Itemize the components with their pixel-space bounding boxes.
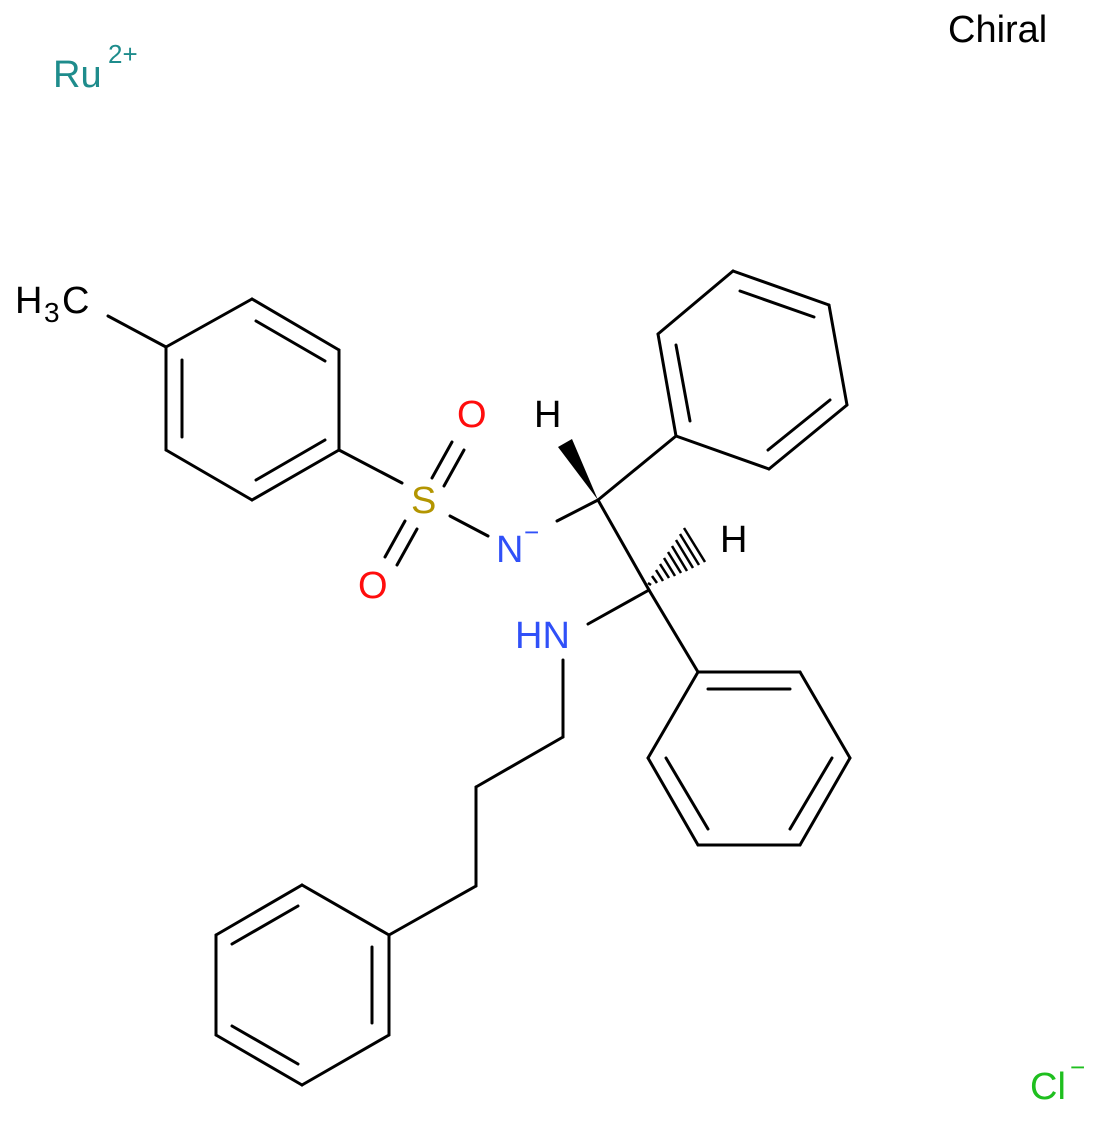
bond [442, 448, 466, 488]
oxygen-atom-top: O [457, 394, 487, 436]
bond [448, 514, 490, 538]
bond [596, 498, 651, 592]
bond [766, 398, 832, 452]
bond [106, 314, 168, 349]
hydrogen-bottom: H [720, 519, 747, 561]
bond [300, 1033, 391, 1087]
bond [656, 332, 678, 438]
bond [798, 756, 852, 847]
ruthenium-ion: Ru 2+ [53, 39, 138, 96]
bond [164, 448, 254, 502]
bond [646, 756, 700, 847]
amide-n-charge: − [524, 517, 539, 547]
bond [674, 434, 771, 471]
hashed-bond [647, 527, 707, 587]
chloride-charge: − [1070, 1052, 1085, 1082]
sulfur-atom: S [411, 480, 436, 522]
methyl-c: C [62, 280, 89, 322]
methyl-count: 3 [44, 297, 60, 328]
amide-n-symbol: N [496, 529, 523, 571]
bond [664, 756, 710, 831]
bond [656, 269, 735, 336]
bond [647, 588, 700, 674]
bond [646, 670, 700, 760]
bond [254, 438, 327, 482]
bond [555, 498, 600, 523]
wedge-bond [558, 439, 598, 500]
hydrogen-top: H [534, 394, 561, 436]
chiral-label: Chiral [948, 9, 1047, 51]
chloride-ion: Cl − [1030, 1052, 1085, 1108]
bond [250, 297, 341, 352]
amine-nh: HN [515, 615, 570, 657]
methyl-h: H [15, 280, 42, 322]
ruthenium-symbol: Ru [53, 54, 102, 96]
bond [250, 448, 341, 502]
amide-nitrogen: N − [496, 517, 539, 571]
bond [738, 289, 816, 319]
bond [788, 756, 834, 831]
bond [214, 883, 304, 937]
bond [767, 403, 849, 471]
bond [230, 904, 300, 946]
oxygen-atom-bottom: O [358, 565, 388, 607]
bond [387, 884, 478, 937]
bond [674, 343, 692, 423]
bond [395, 527, 419, 567]
ruthenium-charge: 2+ [108, 39, 138, 69]
bond [383, 519, 407, 559]
bond [254, 319, 327, 363]
bond [474, 735, 565, 789]
bond [731, 269, 831, 307]
bond [798, 670, 852, 760]
bonds [106, 269, 852, 1087]
bond [164, 297, 254, 349]
bond [230, 1024, 300, 1066]
methyl-group: H 3 C [15, 280, 89, 328]
bond [430, 440, 454, 480]
bond [214, 1033, 304, 1087]
bond [300, 883, 391, 937]
chloride-symbol: Cl [1030, 1066, 1066, 1108]
bond [337, 448, 404, 485]
bond [827, 303, 849, 407]
bond [596, 434, 678, 502]
bond [586, 588, 651, 626]
